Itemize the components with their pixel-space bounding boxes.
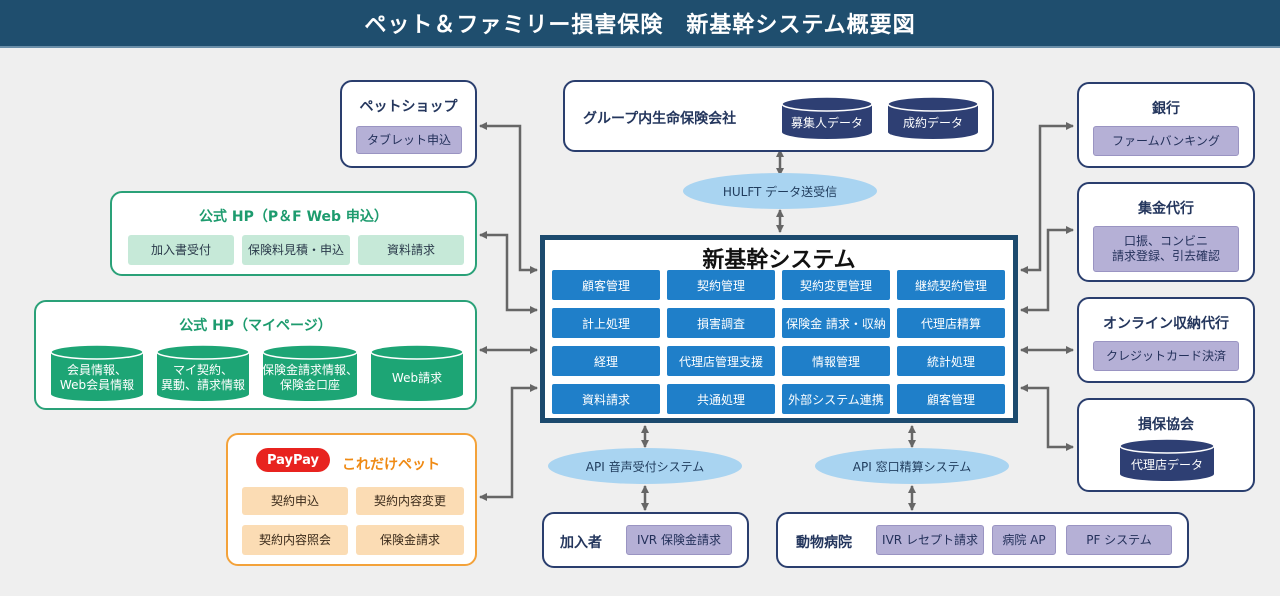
core-module: 共通処理 <box>667 384 775 414</box>
core-module: 統計処理 <box>897 346 1005 376</box>
paypay-item: 契約内容照会 <box>242 525 348 555</box>
group-life-title: グループ内生命保険会社 <box>583 111 737 127</box>
collection-title: 集金代行 <box>1138 201 1194 217</box>
core-module: 資料請求 <box>552 384 660 414</box>
hp-pf-title: 公式 HP（P＆F Web 申込） <box>199 209 388 225</box>
ivr-claim-chip: IVR 保険金請求 <box>626 525 732 555</box>
arrow-petshop <box>479 122 538 274</box>
paypay-item: 保険金請求 <box>356 525 464 555</box>
hp-pf-item: 資料請求 <box>358 235 464 265</box>
association-title: 損保協会 <box>1138 417 1194 433</box>
group-life-box: グループ内生命保険会社 募集人データ 成約データ <box>563 80 994 152</box>
contract-data-db: 成約データ <box>887 96 979 140</box>
hp-mypage-box: 公式 HP（マイページ） 会員情報、 Web会員情報 マイ契約、 異動、請求情報… <box>34 300 477 410</box>
hulft-oval: HULFT データ送受信 <box>683 173 877 209</box>
recruiter-data-db: 募集人データ <box>781 96 873 140</box>
api-voice-oval: API 音声受付システム <box>548 448 742 484</box>
bank-box: 銀行 ファームバンキング <box>1077 82 1255 168</box>
claim-info-db: 保険金請求情報、 保険金口座 <box>262 344 358 402</box>
firm-banking-chip: ファームバンキング <box>1093 126 1239 156</box>
api-window-oval: API 窓口精算システム <box>815 448 1009 484</box>
core-module: 顧客管理 <box>552 270 660 300</box>
pet-shop-title: ペットショップ <box>359 99 458 115</box>
core-module: 情報管理 <box>782 346 890 376</box>
paypay-item: 契約内容変更 <box>356 487 464 515</box>
hp-pf-box: 公式 HP（P＆F Web 申込） 加入書受付 保険料見積・申込 資料請求 <box>110 191 477 276</box>
title-bar: ペット＆ファミリー損害保険 新基幹システム概要図 <box>0 0 1280 48</box>
collection-box: 集金代行 口振、コンビニ 請求登録、引去確認 <box>1077 182 1255 282</box>
arrow-association <box>1020 384 1074 451</box>
hp-pf-item: 加入書受付 <box>128 235 234 265</box>
hp-pf-item: 保険料見積・申込 <box>242 235 350 265</box>
arrow-collection <box>1020 226 1074 314</box>
core-title: 新基幹システム <box>702 248 856 273</box>
paypay-logo: PayPay <box>256 448 330 472</box>
core-module: 保険金 請求・収納 <box>782 308 890 338</box>
core-module: 経理 <box>552 346 660 376</box>
hospital-title: 動物病院 <box>796 535 852 551</box>
credit-card-chip: クレジットカード決済 <box>1093 341 1239 371</box>
paypay-box: これだけペット 契約申込 契約内容変更 契約内容照会 保険金請求 <box>226 433 477 566</box>
web-claim-db: Web請求 <box>370 344 464 402</box>
core-module: 代理店管理支援 <box>667 346 775 376</box>
core-module: 損害調査 <box>667 308 775 338</box>
hp-mypage-title: 公式 HP（マイページ） <box>179 318 332 334</box>
core-module: 代理店精算 <box>897 308 1005 338</box>
member-info-db: 会員情報、 Web会員情報 <box>50 344 144 402</box>
collection-chip: 口振、コンビニ 請求登録、引去確認 <box>1093 226 1239 272</box>
ivr-receipt-chip: IVR レセプト請求 <box>876 525 984 555</box>
paypay-item: 契約申込 <box>242 487 348 515</box>
agency-data-db: 代理店データ <box>1119 438 1215 482</box>
association-box: 損保協会 代理店データ <box>1077 398 1255 492</box>
core-module: 外部システム連携 <box>782 384 890 414</box>
member-title: 加入者 <box>560 535 602 551</box>
core-module: 継続契約管理 <box>897 270 1005 300</box>
hospital-box: 動物病院 IVR レセプト請求 病院 AP PF システム <box>776 512 1189 568</box>
online-collection-title: オンライン収納代行 <box>1103 316 1229 332</box>
bank-title: 銀行 <box>1152 101 1180 117</box>
core-module: 計上処理 <box>552 308 660 338</box>
pf-system-chip: PF システム <box>1066 525 1172 555</box>
core-module: 契約変更管理 <box>782 270 890 300</box>
contract-info-db: マイ契約、 異動、請求情報 <box>156 344 250 402</box>
pet-shop-box: ペットショップ タブレット申込 <box>340 80 477 168</box>
core-module: 契約管理 <box>667 270 775 300</box>
hospital-ap-chip: 病院 AP <box>992 525 1056 555</box>
tablet-application-chip: タブレット申込 <box>356 126 462 154</box>
member-box: 加入者 IVR 保険金請求 <box>542 512 749 568</box>
arrow-paypay <box>479 384 538 501</box>
kore-dake-pet-title: これだけペット <box>342 457 440 473</box>
core-system: 新基幹システム 顧客管理契約管理契約変更管理継続契約管理計上処理損害調査保険金 … <box>540 235 1018 423</box>
online-collection-box: オンライン収納代行 クレジットカード決済 <box>1077 297 1255 383</box>
page-title: ペット＆ファミリー損害保険 新基幹システム概要図 <box>364 13 916 38</box>
arrow-hp-pf <box>479 231 538 314</box>
core-module: 顧客管理 <box>897 384 1005 414</box>
